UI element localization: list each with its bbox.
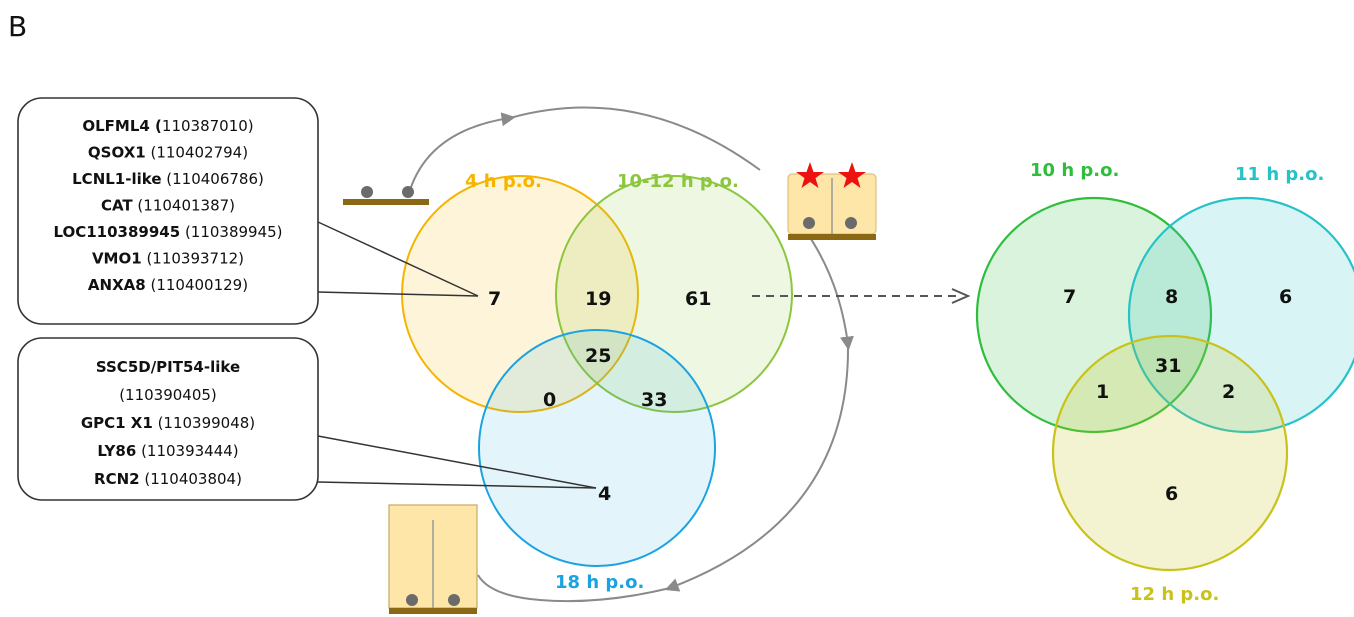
label-18h: 18 h p.o. (555, 572, 644, 593)
leader-line-bottom-2 (317, 481, 597, 489)
gene-entry: GPC1 X1 (110399048) (81, 414, 255, 432)
count-all-left: 25 (585, 345, 611, 367)
cycle-arc-top-right (509, 106, 761, 171)
venn-circle-10-12h (555, 175, 793, 413)
gene-entry: LCNL1-like (110406786) (72, 170, 264, 188)
label-10-12h: 10-12 h p.o. (617, 171, 739, 192)
count-10-12h-18h: 33 (641, 389, 667, 411)
label-11h: 11 h p.o. (1235, 164, 1324, 185)
gene-entry: CAT (110401387) (101, 197, 235, 215)
gene-id: (110393712) (142, 250, 244, 268)
gene-id: (110403804) (140, 470, 242, 488)
venn-circle-11h (1127, 196, 1354, 434)
venn-circle-18h (478, 329, 716, 567)
gene-symbol: LY86 (97, 442, 136, 460)
gene-symbol: LOC110389945 (53, 223, 180, 241)
label-10h: 10 h p.o. (1030, 160, 1119, 181)
gene-symbol: QSOX1 (88, 144, 146, 162)
gene-symbol: ANXA8 (88, 276, 146, 294)
leader-line-top-1 (317, 221, 479, 297)
gene-entry: VMO1 (110393712) (92, 250, 244, 268)
count-only-12h: 6 (1165, 483, 1178, 505)
count-all-right: 31 (1155, 355, 1181, 377)
label-12h: 12 h p.o. (1130, 584, 1219, 605)
count-10h-12h: 1 (1096, 381, 1109, 403)
gene-id: 110387010) (162, 117, 254, 135)
gene-list-top: OLFML4 (110387010) QSOX1 (110402794) LCNL1… (53, 117, 282, 294)
cycle-arc-right-lower (664, 344, 850, 592)
gene-list-bottom: SSC5D/PIT54-like (110390405) GPC1 X1 (1103… (81, 358, 255, 488)
cycle-arc-bottom (477, 574, 671, 603)
count-10h-11h: 8 (1165, 286, 1178, 308)
count-4h-10-12h: 19 (585, 288, 611, 310)
gene-entry: ANXA8 (110400129) (88, 276, 248, 294)
count-only-11h: 6 (1279, 286, 1292, 308)
gene-id: (110393444) (136, 442, 238, 460)
gene-symbol: RCN2 (94, 470, 140, 488)
cells-flat-icon (343, 186, 429, 205)
cells-tall-wells-icon (388, 504, 478, 614)
count-only-10h: 7 (1063, 286, 1076, 308)
gene-entry: LY86 (110393444) (97, 442, 238, 460)
gene-symbol: SSC5D/PIT54-like (96, 358, 240, 376)
count-only-10-12h: 61 (685, 288, 711, 310)
gene-symbol: VMO1 (92, 250, 142, 268)
gene-id: (110401387) (133, 197, 235, 215)
gene-symbol: CAT (101, 197, 133, 215)
venn-circle-10h (975, 196, 1213, 434)
venn-circle-12h (1051, 334, 1289, 572)
cells-wells-stars-icon (787, 162, 877, 240)
star-icon (796, 162, 824, 188)
gene-entry: SSC5D/PIT54-like (96, 358, 240, 376)
leader-line-bottom-1 (317, 435, 597, 489)
leader-line-top-2 (317, 291, 479, 297)
count-only-18h: 4 (598, 483, 611, 505)
gene-symbol: GPC1 X1 (81, 414, 153, 432)
gene-id: (110389945) (180, 223, 282, 241)
gene-entry: (110390405) (119, 386, 217, 404)
count-4h-18h: 0 (543, 389, 556, 411)
gene-id: (110399048) (153, 414, 255, 432)
count-11h-12h: 2 (1222, 381, 1235, 403)
gene-symbol: OLFML4 ( (82, 117, 162, 135)
dashed-arrow-head (951, 288, 971, 304)
gene-id: (110390405) (119, 386, 217, 404)
gene-callout-bottom (17, 337, 319, 501)
gene-entry: RCN2 (110403804) (94, 470, 242, 488)
cycle-arc-top (409, 112, 516, 191)
panel-label: B (8, 10, 27, 43)
gene-entry: OLFML4 (110387010) (82, 117, 253, 135)
cycle-arc-right (804, 229, 854, 351)
gene-id: (110402794) (146, 144, 248, 162)
gene-callout-top (17, 97, 319, 325)
gene-entry: LOC110389945 (110389945) (53, 223, 282, 241)
label-4h: 4 h p.o. (465, 171, 542, 192)
gene-symbol: LCNL1-like (72, 170, 161, 188)
count-only-4h: 7 (488, 288, 501, 310)
star-icon (838, 162, 866, 188)
gene-id: (110406786) (162, 170, 264, 188)
gene-entry: QSOX1 (110402794) (88, 144, 248, 162)
gene-id: (110400129) (146, 276, 248, 294)
